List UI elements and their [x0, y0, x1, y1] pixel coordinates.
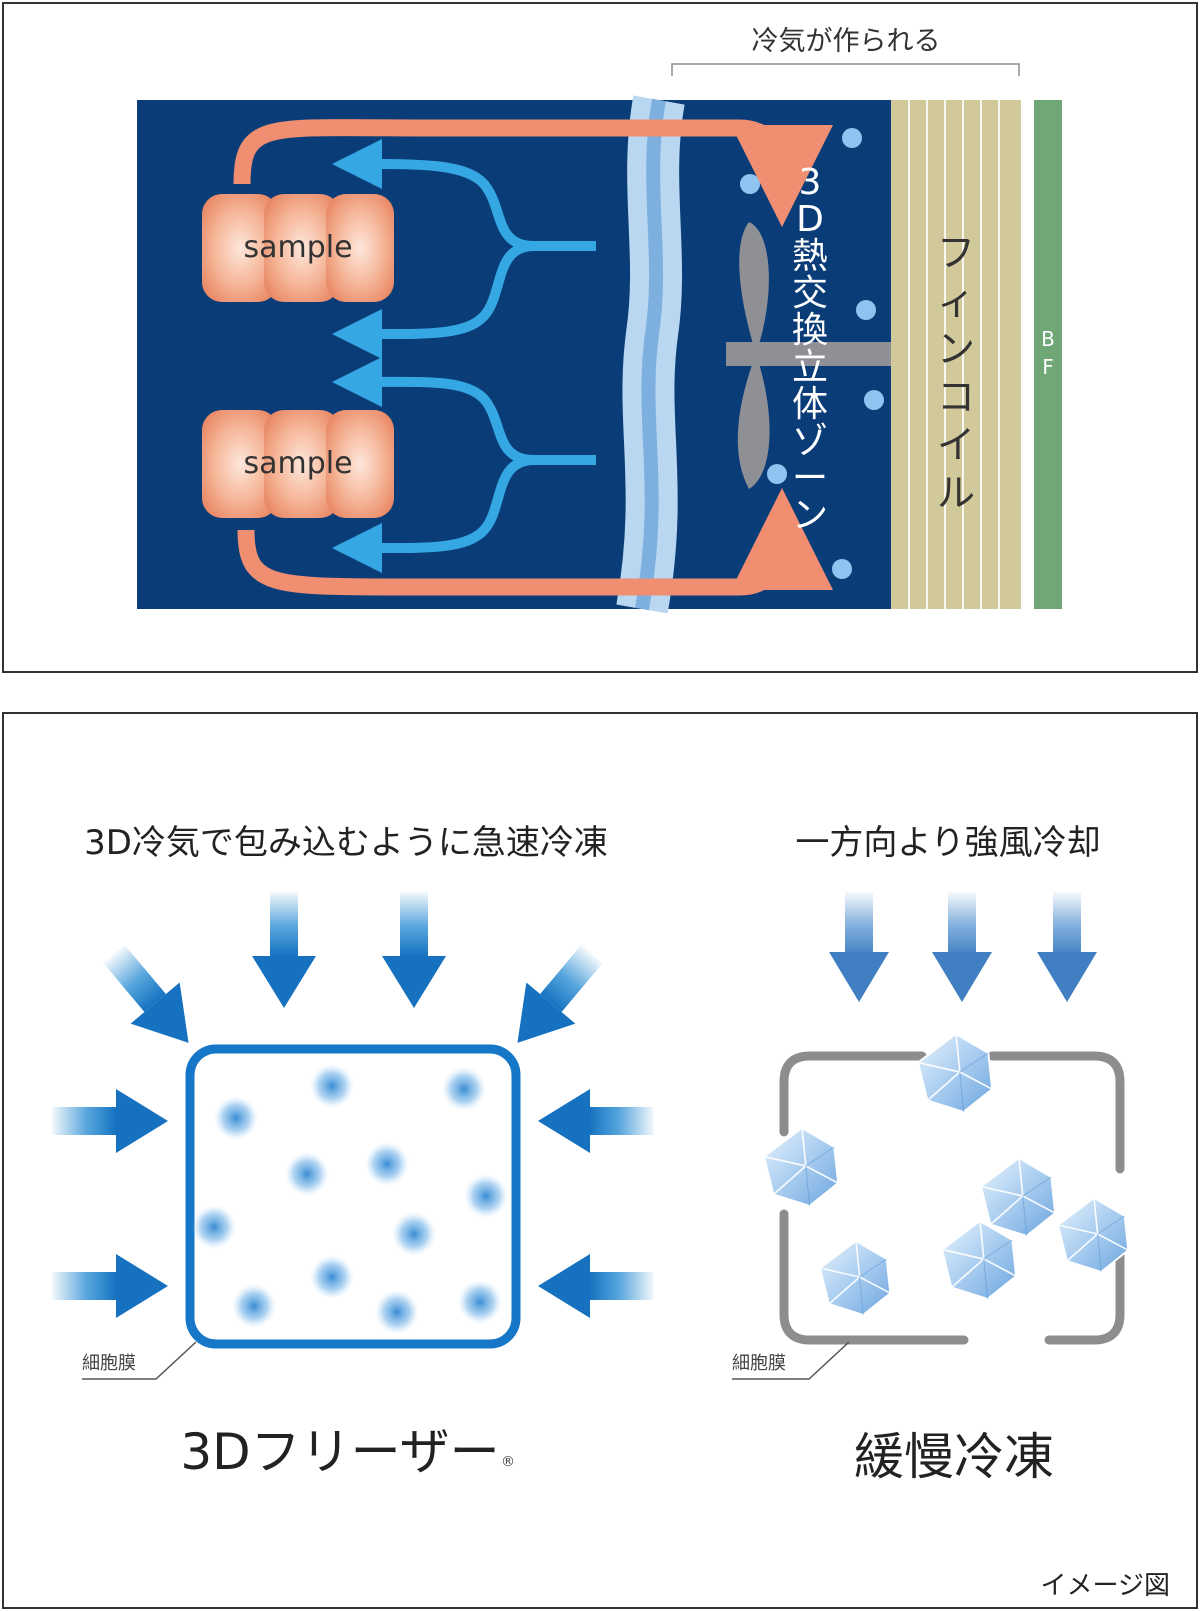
- sample-block-bottom: sample: [202, 410, 394, 518]
- right-title: 緩慢冷凍: [854, 1428, 1054, 1486]
- zone-label-char: ゾ: [792, 421, 828, 462]
- bf-label-char: B: [1041, 327, 1055, 351]
- left-heading: 3D冷気で包み込むように急速冷凍: [84, 823, 608, 863]
- right-airflow-arrows: [829, 892, 1097, 1002]
- zone-label-char: 立: [792, 347, 828, 388]
- left-title: 3Dフリーザー: [180, 1423, 499, 1481]
- fin-coil-label-char: ル: [937, 471, 975, 515]
- bracket-label: 冷気が作られる: [752, 26, 941, 57]
- fin-coil-label-char: イ: [937, 423, 975, 467]
- zone-label-char: 3: [799, 162, 822, 203]
- bf-label: BF: [1041, 327, 1055, 379]
- cold-air-arrows-upper: [332, 139, 596, 360]
- warm-air-arrow-bottom: [237, 488, 833, 596]
- image-note: イメージ図: [1041, 1571, 1170, 1601]
- fin-coil-label-char: フ: [937, 231, 975, 275]
- fin-coil-label-char: コ: [937, 375, 975, 419]
- cold-air-bracket: [671, 63, 1020, 76]
- sample-label-bottom: sample: [243, 446, 352, 481]
- zone-label-char: ー: [792, 458, 828, 499]
- zone-label-char: 交: [792, 273, 828, 314]
- zone-label-char: 熱: [792, 236, 828, 277]
- zone-label-char: D: [796, 199, 824, 240]
- zone-label-char: ン: [792, 495, 828, 536]
- cold-air-arrows-lower: [332, 356, 596, 574]
- fin-coil-label-char: ィ: [937, 279, 975, 323]
- warm-air-arrow-top: [233, 119, 833, 227]
- zone-label-char: 体: [792, 384, 828, 425]
- left-membrane-label: 細胞膜: [82, 1353, 136, 1374]
- right-heading: 一方向より強風冷却: [795, 823, 1100, 863]
- right-cell-membrane: [779, 1051, 1125, 1345]
- zone-label-char: 換: [792, 310, 828, 351]
- bf-bar: [1034, 100, 1062, 609]
- left-cell-membrane: [185, 1044, 521, 1349]
- left-ice-crystals-small: [192, 1064, 508, 1334]
- comparison-svg: 3D冷気で包み込むように急速冷凍 一方向より強風冷却: [52, 823, 1170, 1601]
- sample-label-top: sample: [243, 230, 352, 265]
- freezing-comparison-diagram: 3D冷気で包み込むように急速冷凍 一方向より強風冷却: [2, 712, 1198, 1609]
- fin-coil-label-char: ン: [937, 327, 975, 371]
- sample-block-top: sample: [202, 194, 394, 302]
- fan-icon: [726, 222, 891, 489]
- registered-mark: ®: [501, 1454, 515, 1470]
- right-ice-crystals-large: [763, 1033, 1130, 1316]
- right-membrane-label: 細胞膜: [732, 1353, 786, 1374]
- bf-label-char: F: [1042, 355, 1054, 379]
